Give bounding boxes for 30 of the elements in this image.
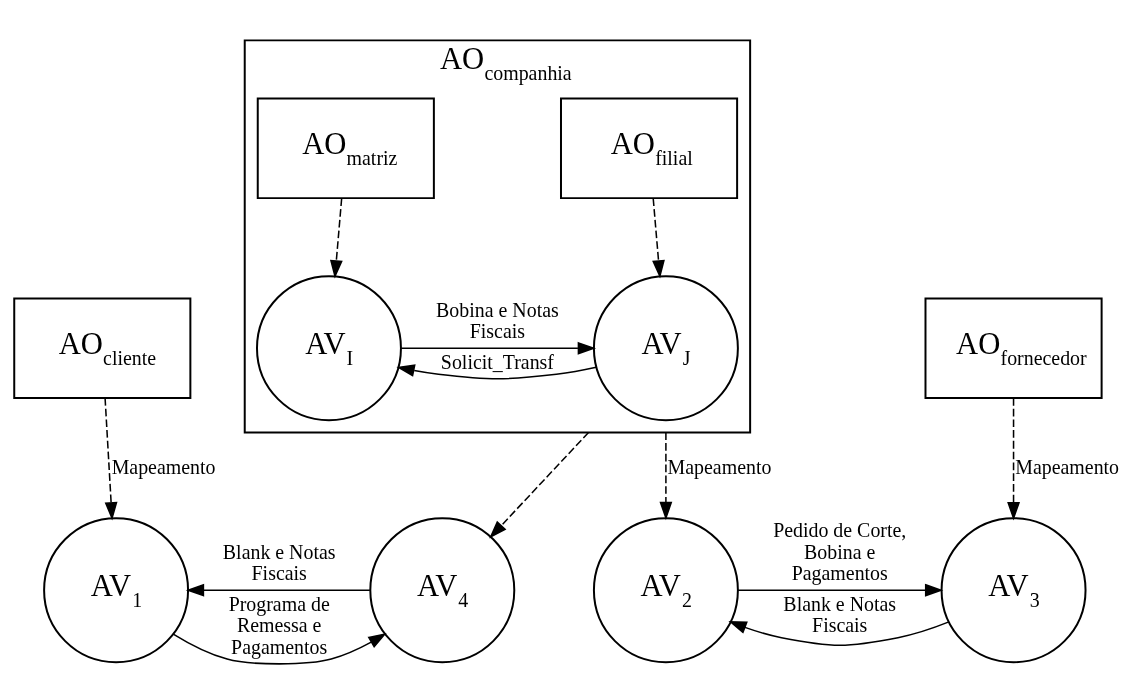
- node-circle: AV$_{J}$: [592, 274, 739, 421]
- node-circle: AV$_{1}$: [43, 516, 190, 663]
- arrow: [172, 632, 387, 665]
- arrow: [104, 396, 118, 520]
- edge-label: Mapeamento: [667, 455, 772, 478]
- edge-label: Bobina e Notas Fiscais: [436, 298, 559, 342]
- arrow: [489, 431, 590, 539]
- node-circle: AV$_{I}$: [256, 274, 402, 421]
- edge-label: Blank e Notas Fiscais: [783, 592, 897, 636]
- edge-label: Blank e Notas Fiscais: [222, 540, 336, 584]
- arrow: [329, 197, 343, 279]
- node-box: AO$_{cliente}$: [13, 296, 192, 399]
- arrow: [400, 341, 597, 355]
- edge-label: Mapeamento: [111, 455, 216, 478]
- node-box: AO$_{filial}$: [560, 97, 739, 199]
- arrow: [737, 583, 944, 597]
- node-box: AO$_{fornecedor}$: [924, 296, 1103, 399]
- edge-label: Mapeamento: [1015, 455, 1120, 478]
- arrow: [396, 363, 597, 380]
- node-circle: AV$_{3}$: [940, 516, 1087, 663]
- arrow: [185, 583, 371, 597]
- node-box: AO$_{matriz}$: [256, 97, 435, 199]
- arrow: [1007, 396, 1020, 520]
- edge-label: Pedido de Corte, Bobina e Pagamentos: [773, 518, 907, 584]
- arrow: [728, 620, 950, 646]
- arrow: [652, 197, 665, 279]
- edge-label: Programa de Remessa e Pagamentos: [228, 592, 330, 658]
- node-circle: AV$_{2}$: [592, 516, 739, 663]
- edge-label: Solicit_Transf: [440, 350, 554, 373]
- arrow: [659, 431, 673, 520]
